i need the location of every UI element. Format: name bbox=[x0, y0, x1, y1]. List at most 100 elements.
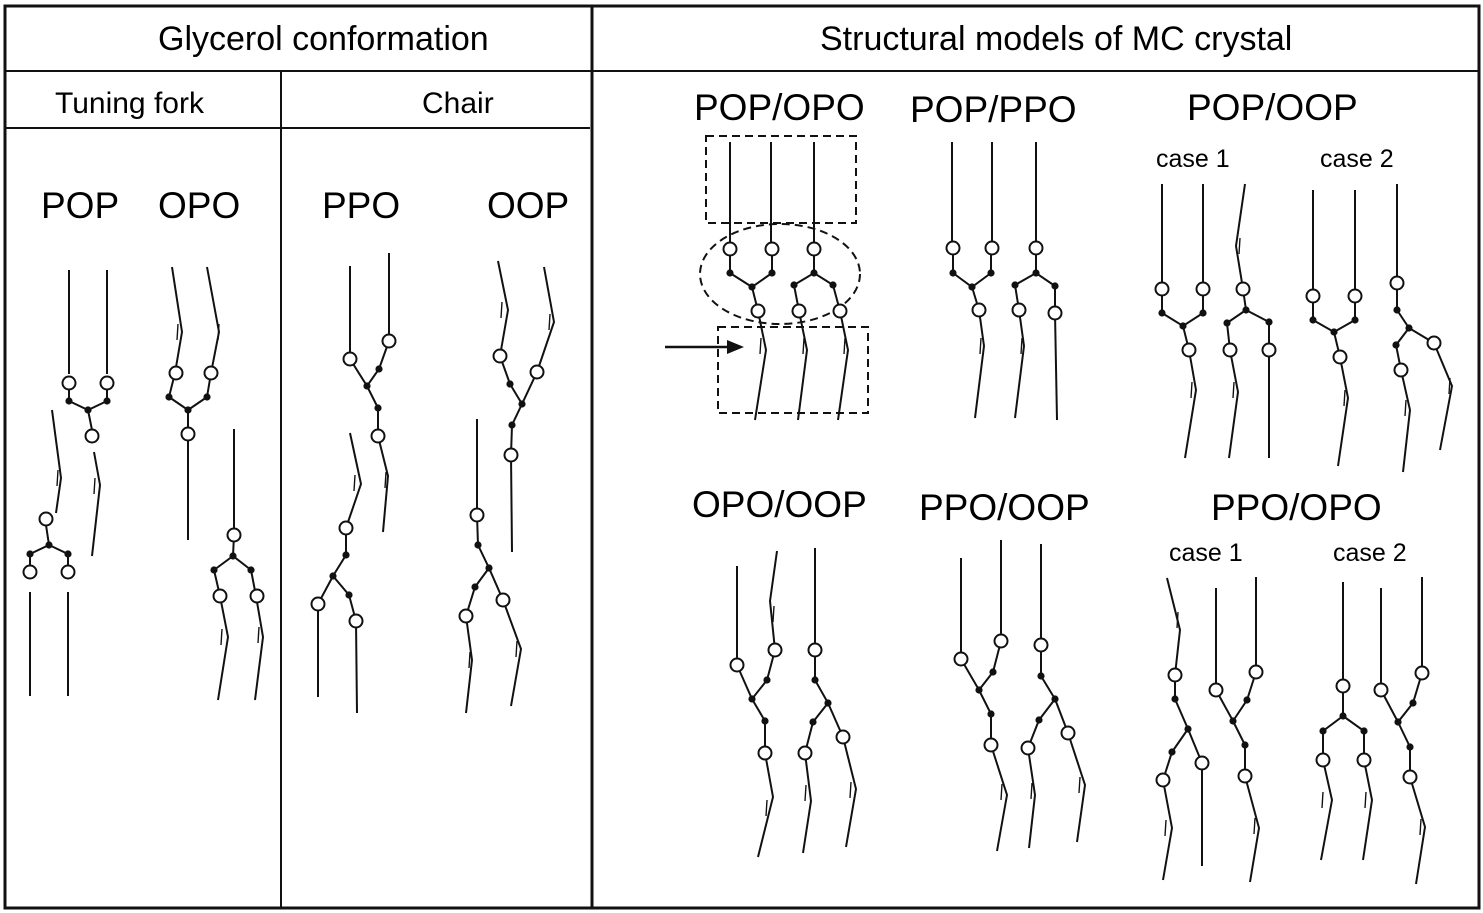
molecule-pop-upper bbox=[61, 270, 115, 557]
ester-oxygen-circle bbox=[370, 428, 386, 444]
molecule-label-opo: OPO bbox=[158, 185, 241, 226]
double-bond-mark bbox=[979, 337, 982, 355]
acyl-chain-line bbox=[91, 451, 102, 557]
column-title-chair: Chair bbox=[422, 87, 494, 120]
glycerol-carbon-dot bbox=[1406, 743, 1414, 751]
model-pop-oop-case2-chains bbox=[1305, 184, 1454, 473]
acyl-chain-line bbox=[978, 689, 992, 745]
acyl-chain-line bbox=[837, 310, 850, 421]
glycerol-carbon-dot bbox=[1405, 324, 1413, 332]
ester-oxygen-circle bbox=[1315, 752, 1331, 768]
ester-oxygen-circle bbox=[168, 365, 184, 381]
dashed-box-upper bbox=[705, 135, 857, 224]
glycerol-carbon-dot bbox=[761, 717, 769, 725]
glycerol-carbon-dot bbox=[1229, 717, 1237, 725]
glycerol-carbon-dot bbox=[518, 400, 526, 408]
glycerol-carbon-dot bbox=[165, 393, 173, 401]
acyl-chain-line bbox=[960, 640, 1002, 692]
double-bond-mark bbox=[548, 313, 551, 331]
dashed-box-lower bbox=[717, 326, 869, 414]
ester-oxygen-circle bbox=[757, 745, 773, 761]
model-label-pop-oop: POP/OOP bbox=[1187, 87, 1358, 128]
glycerol-carbon-dot bbox=[184, 406, 192, 414]
acyl-chain-line bbox=[1232, 720, 1246, 776]
double-bond-mark bbox=[849, 781, 852, 799]
acyl-chain-line bbox=[1409, 776, 1427, 885]
ester-oxygen-circle bbox=[807, 642, 823, 658]
acyl-chain-line bbox=[768, 550, 778, 651]
acyl-chain-line bbox=[751, 698, 766, 753]
double-bond-mark bbox=[1030, 782, 1033, 800]
acyl-chain-line bbox=[1244, 775, 1261, 883]
acyl-chain-line bbox=[1027, 645, 1057, 749]
acyl-chain-line bbox=[1054, 312, 1058, 421]
acyl-chain-line bbox=[1228, 349, 1240, 459]
acyl-chain-line bbox=[1320, 759, 1334, 861]
molecule-label-oop: OOP bbox=[487, 185, 570, 226]
case-label-pop-oop-2: case 2 bbox=[1320, 145, 1394, 173]
ester-oxygen-circle bbox=[1208, 682, 1224, 698]
glycerol-carbon-dot bbox=[810, 269, 818, 277]
acyl-chain-line bbox=[206, 266, 221, 398]
ester-oxygen-circle bbox=[338, 520, 354, 536]
double-bond-mark bbox=[1020, 337, 1023, 355]
acyl-chain-line bbox=[465, 514, 491, 617]
ester-oxygen-circle bbox=[1373, 682, 1389, 698]
ester-oxygen-circle bbox=[1235, 281, 1251, 297]
glycerol-carbon-dot bbox=[809, 718, 817, 726]
ester-oxygen-circle bbox=[1195, 281, 1211, 297]
double-bond-mark bbox=[353, 474, 356, 492]
glycerol-carbon-dot bbox=[748, 283, 756, 291]
double-bond-mark bbox=[515, 640, 518, 658]
dashed-ellipse-glycerol bbox=[699, 223, 861, 325]
model-label-opo-oop: OPO/OOP bbox=[692, 484, 867, 525]
acyl-chain-line bbox=[842, 736, 858, 848]
model-pop-ppo-chains bbox=[945, 142, 1063, 421]
ester-oxygen-circle bbox=[1060, 725, 1076, 741]
ester-oxygen-circle bbox=[84, 428, 100, 444]
acyl-chain-line bbox=[345, 432, 363, 529]
arrow-head bbox=[727, 340, 744, 354]
ester-oxygen-circle bbox=[503, 447, 519, 463]
ester-oxygen-circle bbox=[764, 241, 780, 257]
glycerol-carbon-dot bbox=[1051, 695, 1059, 703]
ester-oxygen-circle bbox=[310, 596, 326, 612]
glycerol-carbon-dot bbox=[506, 380, 514, 388]
glycerol-carbon-dot bbox=[375, 365, 383, 373]
glycerol-carbon-dot bbox=[1409, 699, 1417, 707]
acyl-chain-line bbox=[1322, 686, 1344, 760]
glycerol-carbon-dot bbox=[474, 541, 482, 549]
acyl-chain-line bbox=[332, 575, 357, 622]
double-bond-mark bbox=[1343, 389, 1346, 407]
acyl-chain-line bbox=[1166, 577, 1182, 676]
double-bond-mark bbox=[765, 799, 768, 817]
glycerol-carbon-dot bbox=[1351, 316, 1359, 324]
double-bond-mark bbox=[1419, 818, 1422, 836]
ester-oxygen-circle bbox=[1332, 349, 1348, 365]
model-label-ppo-opo: PPO/OPO bbox=[1211, 487, 1382, 528]
glycerol-carbon-dot bbox=[968, 283, 976, 291]
glycerol-carbon-dot bbox=[26, 550, 34, 558]
double-bond-mark bbox=[1000, 783, 1003, 801]
model-ppo-oop-chains bbox=[953, 540, 1087, 852]
model-ppo-opo-case1-chains bbox=[1155, 577, 1264, 883]
ester-oxygen-circle bbox=[348, 613, 364, 629]
ester-oxygen-circle bbox=[1011, 302, 1027, 318]
ester-oxygen-circle bbox=[722, 241, 738, 257]
acyl-chain-line bbox=[1234, 183, 1246, 290]
molecule-ppo-upper bbox=[342, 253, 397, 533]
model-label-pop-opo: POP/OPO bbox=[694, 87, 865, 128]
ester-oxygen-circle bbox=[61, 375, 77, 391]
acyl-chain-line bbox=[1245, 309, 1270, 323]
acyl-chain-line bbox=[250, 569, 265, 701]
acyl-chain-line bbox=[213, 569, 230, 701]
model-label-ppo-oop: PPO/OOP bbox=[919, 487, 1090, 528]
glycerol-carbon-dot bbox=[824, 699, 832, 707]
acyl-chain-line bbox=[377, 435, 390, 533]
acyl-chain-line bbox=[990, 744, 1009, 852]
acyl-chain-line bbox=[465, 615, 474, 714]
acyl-chain-line bbox=[804, 650, 830, 754]
acyl-chain-line bbox=[1067, 732, 1087, 843]
ester-oxygen-circle bbox=[1402, 769, 1418, 785]
double-bond-mark bbox=[220, 628, 223, 646]
